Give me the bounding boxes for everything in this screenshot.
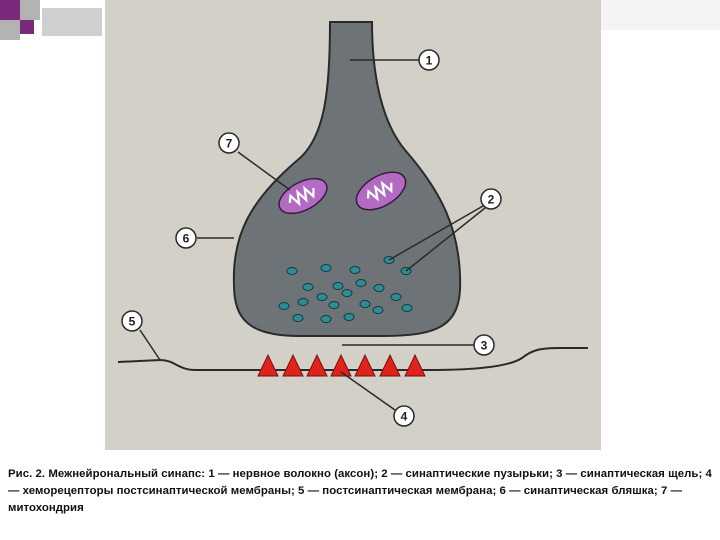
receptor: [379, 353, 401, 377]
receptor: [282, 353, 304, 377]
svg-text:2: 2: [488, 193, 495, 207]
vesicle: [297, 298, 309, 306]
mitochondrion-right: [355, 171, 407, 211]
callout-5: 5: [121, 310, 143, 332]
vesicle: [349, 266, 361, 274]
svg-text:7: 7: [226, 137, 233, 151]
svg-text:3: 3: [481, 339, 488, 353]
vesicle: [316, 293, 328, 301]
mitochondrion-left: [278, 177, 328, 215]
callout-4: 4: [393, 405, 415, 427]
svg-text:4: 4: [401, 410, 408, 424]
vesicle: [401, 304, 413, 312]
vesicle: [372, 306, 384, 314]
chemoreceptors: [257, 353, 426, 377]
callout-3: 3: [473, 334, 495, 356]
vesicle: [341, 289, 353, 297]
figure-caption: Рис. 2. Межнейрональный синапс: 1 — нерв…: [8, 468, 712, 514]
vesicle: [302, 283, 314, 291]
receptor: [257, 353, 279, 377]
svg-text:6: 6: [183, 232, 190, 246]
vesicle: [278, 302, 290, 310]
vesicle: [373, 284, 385, 292]
vesicle: [332, 282, 344, 290]
callout-7: 7: [218, 132, 240, 154]
vesicle: [320, 315, 332, 323]
callout-1: 1: [418, 49, 440, 71]
vesicle: [390, 293, 402, 301]
callout-6: 6: [175, 227, 197, 249]
postsynaptic-membrane: [117, 347, 588, 371]
vesicle: [328, 301, 340, 309]
receptor: [306, 353, 328, 377]
leader-lines: [139, 59, 486, 411]
synaptic-bulb: [232, 21, 462, 337]
callout-2: 2: [480, 188, 502, 210]
svg-text:1: 1: [426, 54, 433, 68]
synaptic-vesicles: [278, 256, 413, 323]
vesicle: [320, 264, 332, 272]
receptor: [354, 353, 376, 377]
vesicle: [355, 279, 367, 287]
svg-text:5: 5: [129, 315, 136, 329]
vesicle: [292, 314, 304, 322]
decor-squares: [0, 0, 110, 45]
decor-top-bar: [600, 0, 720, 30]
vesicle: [359, 300, 371, 308]
receptor: [404, 353, 426, 377]
receptor: [330, 353, 352, 377]
vesicle: [343, 313, 355, 321]
vesicle: [286, 267, 298, 275]
